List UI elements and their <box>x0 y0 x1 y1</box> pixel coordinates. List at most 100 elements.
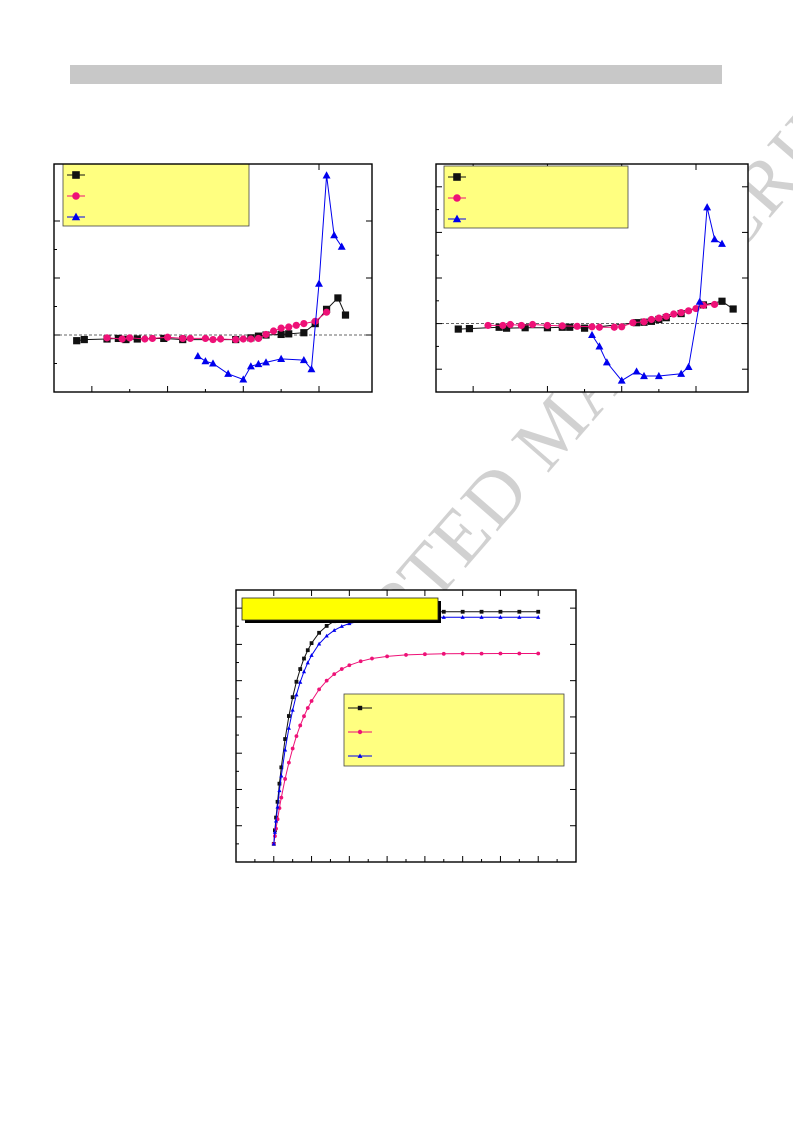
data-point <box>186 334 194 343</box>
data-point <box>341 311 350 319</box>
data-point <box>279 795 284 800</box>
data-point <box>317 641 322 646</box>
data-point <box>330 231 339 239</box>
data-point <box>298 667 303 671</box>
data-point <box>283 747 288 752</box>
data-point <box>498 609 503 614</box>
series-2 <box>103 308 331 344</box>
data-point <box>290 707 295 712</box>
data-point <box>322 171 331 179</box>
data-point <box>632 367 641 375</box>
data-point <box>588 330 596 339</box>
data-point <box>301 669 307 674</box>
chart-top-right <box>435 163 749 393</box>
data-point <box>302 656 306 661</box>
data-point <box>292 321 300 329</box>
data-point <box>654 371 663 380</box>
data-point <box>216 335 225 343</box>
legend-marker <box>453 194 461 202</box>
plot-frame <box>235 589 577 863</box>
series-line <box>273 616 539 844</box>
data-point <box>334 294 342 302</box>
data-point <box>454 325 462 333</box>
data-point <box>629 319 637 327</box>
data-point <box>441 609 446 614</box>
data-point <box>247 335 255 343</box>
data-point <box>655 314 663 322</box>
data-point <box>460 609 465 614</box>
data-point <box>290 695 295 700</box>
data-point <box>465 325 474 333</box>
data-point <box>404 653 408 657</box>
data-point <box>160 334 168 343</box>
data-point <box>332 628 337 632</box>
data-point <box>441 651 446 656</box>
data-point <box>517 615 522 619</box>
data-point <box>103 334 111 342</box>
data-point <box>254 359 263 368</box>
data-point <box>286 760 291 765</box>
data-point <box>141 335 149 343</box>
series-2 <box>484 300 719 331</box>
data-point <box>460 651 465 656</box>
data-point <box>339 624 344 628</box>
data-point <box>279 773 284 778</box>
chart-top-left <box>53 163 373 393</box>
series-line <box>273 611 539 844</box>
data-point <box>324 624 329 628</box>
data-point <box>294 734 299 739</box>
data-point <box>332 672 337 677</box>
data-point <box>718 239 726 247</box>
data-point <box>595 323 604 331</box>
legend <box>62 163 250 227</box>
legend-marker <box>453 173 461 181</box>
data-point <box>506 320 514 329</box>
data-point <box>588 323 596 331</box>
data-point <box>317 630 322 635</box>
chart-bottom <box>235 589 577 863</box>
data-point <box>283 737 288 741</box>
data-point <box>499 321 507 330</box>
data-point <box>209 359 217 367</box>
data-point <box>300 329 308 337</box>
data-point <box>262 330 270 339</box>
data-point <box>294 692 299 697</box>
legend-marker <box>71 212 81 221</box>
data-point <box>640 318 648 326</box>
data-point <box>277 354 286 362</box>
data-point <box>358 659 363 664</box>
data-point <box>148 334 157 343</box>
data-point <box>277 781 282 786</box>
data-point <box>298 723 303 728</box>
data-point <box>275 804 280 809</box>
data-point <box>536 615 541 619</box>
legend-marker <box>452 214 462 223</box>
legend <box>343 693 565 767</box>
data-point <box>677 369 686 377</box>
data-point <box>133 335 141 343</box>
data-point <box>339 667 344 671</box>
data-point <box>479 615 484 619</box>
data-point <box>479 651 484 656</box>
data-point <box>254 334 263 343</box>
data-point <box>302 714 306 719</box>
series-2 <box>271 651 541 846</box>
data-point <box>307 365 316 373</box>
data-point <box>193 351 202 360</box>
series-3 <box>588 203 726 384</box>
data-point <box>647 315 656 324</box>
data-point <box>684 362 693 370</box>
data-point <box>662 312 670 320</box>
data-point <box>309 641 314 646</box>
data-point <box>286 725 291 730</box>
legend <box>443 165 629 229</box>
data-point <box>317 687 322 692</box>
series-3 <box>193 171 346 383</box>
legend-marker <box>357 729 363 735</box>
series-3 <box>271 615 541 846</box>
data-point <box>239 375 248 383</box>
data-point <box>370 656 374 661</box>
data-point <box>729 305 737 313</box>
data-point <box>347 663 352 668</box>
data-point <box>536 651 541 656</box>
